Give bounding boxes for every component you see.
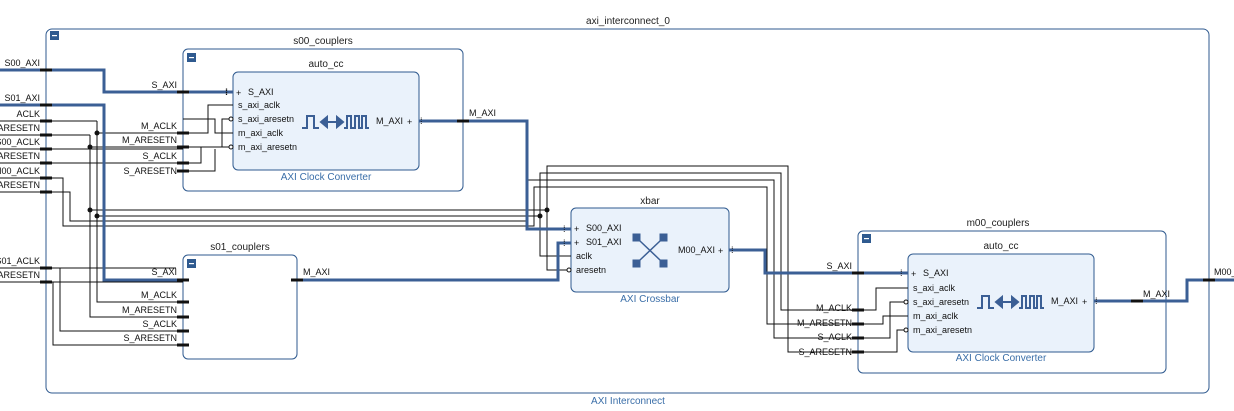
svg-text:⁞: ⁞ [900, 268, 903, 278]
m00-cc-port-s-axi-aresetn: s_axi_aresetn [913, 297, 969, 307]
s00-port-m-aclk: M_ACLK [141, 121, 177, 131]
s00-couplers-port-labels: S_AXI M_ACLK M_ARESETN S_ACLK S_ARESETN … [122, 80, 496, 176]
xbar-port-aresetn: aresetn [576, 265, 606, 275]
svg-text:+: + [1082, 297, 1087, 307]
m00-auto-cc-name: auto_cc [983, 241, 1018, 252]
svg-text:⁞: ⁞ [420, 116, 423, 126]
ext-port-s01-axi: S01_AXI [4, 93, 40, 103]
interconnect-caption: AXI Interconnect [591, 396, 665, 407]
s00-clock-convert-icon [302, 114, 369, 130]
s00-cc-port-s-axi: S_AXI [248, 87, 274, 97]
ext-port-aresetn: ARESETN [0, 123, 40, 133]
interconnect-name: axi_interconnect_0 [586, 16, 670, 27]
svg-text:⁞: ⁞ [731, 245, 734, 255]
s00-cc-port-m-axi-aresetn: m_axi_aresetn [238, 142, 297, 152]
clock-reset-nets [0, 104, 908, 353]
m00-port-m-aclk: M_ACLK [816, 303, 852, 313]
ext-port-s00-axi: S00_AXI [4, 58, 40, 68]
svg-text:⁞: ⁞ [1095, 296, 1098, 306]
crossbar-icon [632, 233, 668, 268]
m00-port-s-aresetn: S_ARESETN [798, 347, 852, 357]
s00-auto-cc-caption: AXI Clock Converter [281, 172, 372, 183]
ext-port-m00-axi: M00_AXI [1214, 267, 1234, 277]
s00-port-s-aresetn: S_ARESETN [123, 166, 177, 176]
xbar-port-s01-axi: S01_AXI [586, 237, 622, 247]
s00-auto-cc-ports: ⁞ + S_AXI s_axi_aclk s_axi_aresetn m_axi… [225, 87, 423, 152]
svg-text:⁞: ⁞ [563, 238, 566, 248]
ext-port-s00-aclk: S00_ACLK [0, 137, 40, 147]
s00-cc-port-s-axi-aclk: s_axi_aclk [238, 100, 281, 110]
ext-port-aclk: ACLK [16, 109, 40, 119]
m00-auto-cc-ports: ⁞ + S_AXI s_axi_aclk s_axi_aresetn m_axi… [900, 268, 1098, 335]
s00-cc-port-m-axi: M_AXI [376, 116, 403, 126]
xbar-port-aclk: aclk [576, 251, 593, 261]
s01-couplers-block[interactable] [182, 254, 298, 360]
m00-auto-cc-caption: AXI Clock Converter [956, 353, 1047, 364]
m00-port-m-aresetn: M_ARESETN [797, 318, 852, 328]
m00-port-m-axi: M_AXI [1143, 289, 1170, 299]
s00-auto-cc-name: auto_cc [308, 59, 343, 70]
axi-interconnect-frame[interactable] [45, 28, 1210, 394]
svg-text:+: + [911, 269, 916, 279]
m00-couplers-name: m00_couplers [967, 218, 1030, 229]
xbar-port-m00-axi: M00_AXI [678, 245, 715, 255]
s01-couplers-port-labels: S_AXI M_ACLK M_ARESETN S_ACLK S_ARESETN … [122, 267, 330, 343]
m00-couplers-port-labels: S_AXI M_ACLK M_ARESETN S_ACLK S_ARESETN … [797, 261, 1170, 357]
xbar-port-s00-axi: S00_AXI [586, 223, 622, 233]
svg-text:⁞: ⁞ [563, 224, 566, 234]
svg-text:+: + [574, 224, 579, 234]
m00-cc-port-s-axi-aclk: s_axi_aclk [913, 283, 956, 293]
svg-text:+: + [574, 238, 579, 248]
s01-port-s-aresetn: S_ARESETN [123, 333, 177, 343]
s00-cc-port-m-axi-aclk: m_axi_aclk [238, 128, 284, 138]
svg-text:+: + [407, 117, 412, 127]
s01-couplers-name: s01_couplers [210, 242, 269, 253]
external-port-labels: S00_AXI S01_AXI ACLK ARESETN S00_ACLK S0… [0, 58, 1234, 280]
ext-port-m00-aresetn: M00_ARESETN [0, 180, 40, 190]
m00-cc-port-m-axi: M_AXI [1051, 296, 1078, 306]
m00-cc-port-s-axi: S_AXI [923, 268, 949, 278]
svg-text:+: + [718, 246, 723, 256]
s00-port-m-aresetn: M_ARESETN [122, 135, 177, 145]
m00-port-s-aclk: S_ACLK [817, 332, 852, 342]
svg-text:+: + [236, 88, 241, 98]
m00-cc-port-m-axi-aclk: m_axi_aclk [913, 311, 959, 321]
m00-port-s-axi: S_AXI [826, 261, 852, 271]
s01-port-s-axi: S_AXI [151, 267, 177, 277]
m00-cc-port-m-axi-aresetn: m_axi_aresetn [913, 325, 972, 335]
s00-port-s-aclk: S_ACLK [142, 151, 177, 161]
s01-port-m-aresetn: M_ARESETN [122, 305, 177, 315]
xbar-name: xbar [640, 196, 660, 207]
s01-port-s-aclk: S_ACLK [142, 319, 177, 329]
svg-text:⁞: ⁞ [225, 87, 228, 97]
ext-port-s01-aresetn: S01_ARESETN [0, 270, 40, 280]
m00-clock-convert-icon [977, 294, 1044, 310]
ext-port-s00-aresetn: S00_ARESETN [0, 151, 40, 161]
port-pins [40, 68, 1215, 354]
s01-port-m-axi: M_AXI [303, 267, 330, 277]
s01-port-m-aclk: M_ACLK [141, 290, 177, 300]
s00-port-m-axi: M_AXI [469, 108, 496, 118]
ext-port-m00-aclk: M00_ACLK [0, 166, 40, 176]
s00-couplers-name: s00_couplers [293, 36, 352, 47]
xbar-ports: ⁞ + S00_AXI ⁞ + S01_AXI aclk aresetn M00… [563, 223, 734, 275]
xbar-caption: AXI Crossbar [620, 294, 680, 305]
s00-port-s-axi: S_AXI [151, 80, 177, 90]
ext-port-s01-aclk: S01_ACLK [0, 256, 40, 266]
s00-cc-port-s-axi-aresetn: s_axi_aresetn [238, 114, 294, 124]
